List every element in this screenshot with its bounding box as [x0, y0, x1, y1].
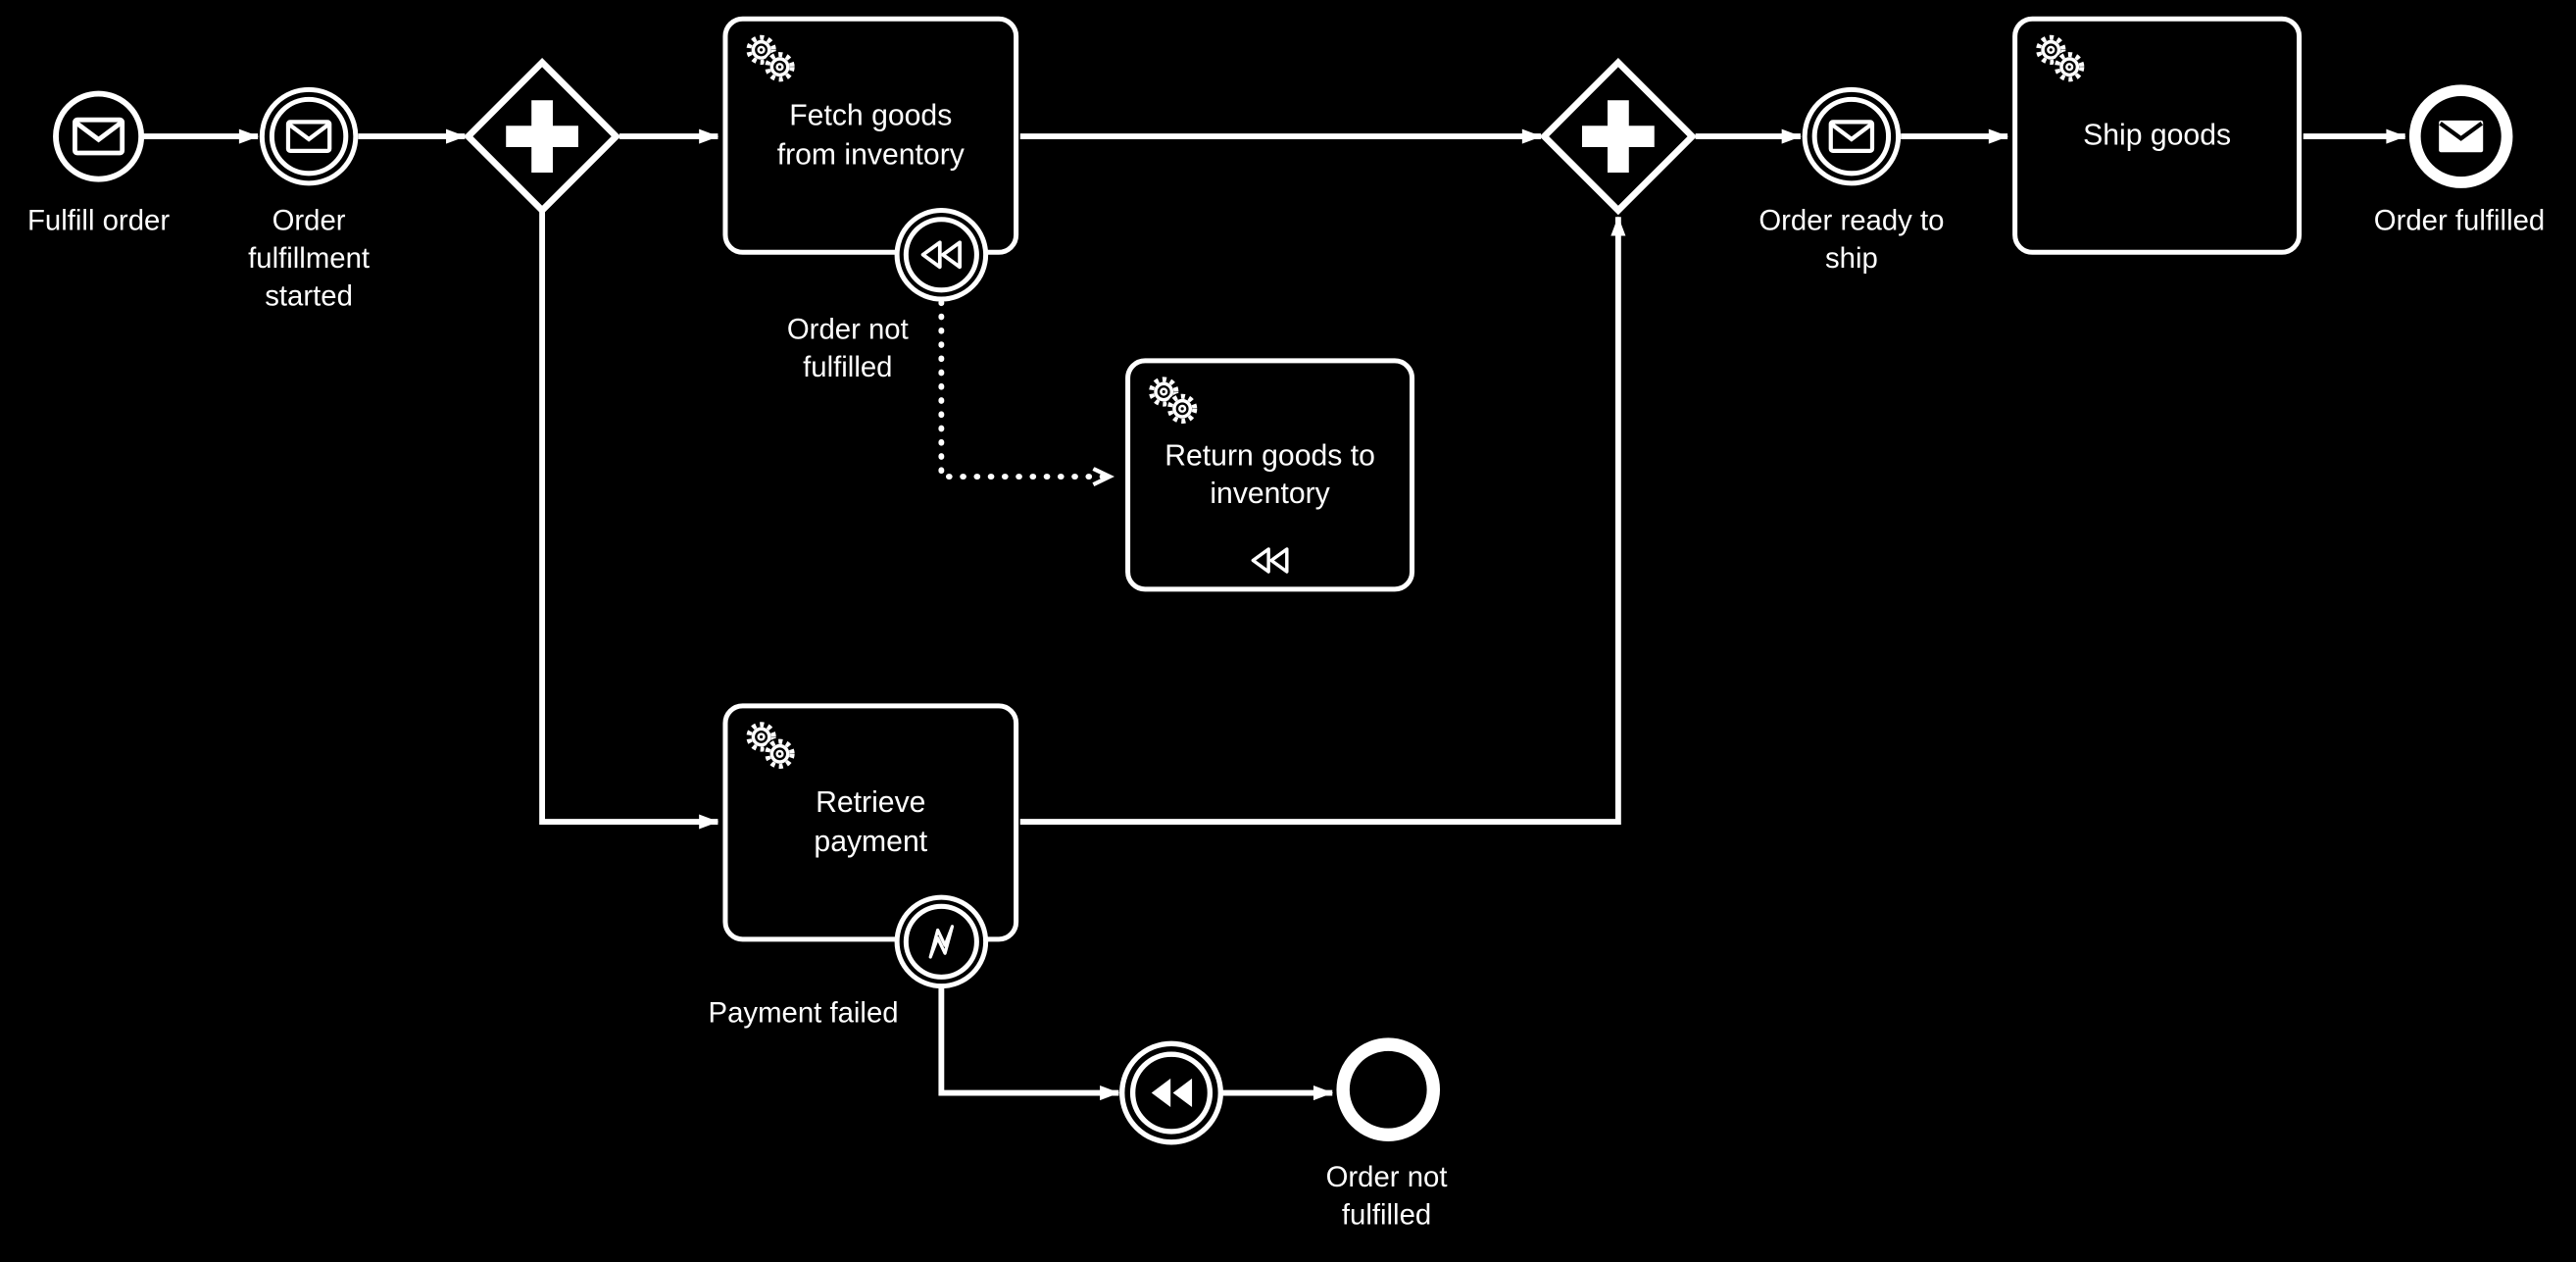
task-retrieve-payment[interactable]: Retrieve payment: [722, 703, 1019, 942]
task-retrieve-payment-label: Retrieve payment: [814, 785, 928, 858]
task-return-goods[interactable]: Return goods to inventory: [1125, 358, 1415, 592]
task-ship-goods[interactable]: Ship goods: [2012, 16, 2303, 255]
service-gear-icon: [2032, 33, 2088, 86]
end-event-order-fulfilled[interactable]: [2408, 84, 2513, 188]
label-order-ready-to-ship: Order ready to ship: [1759, 203, 1945, 276]
service-gear-icon: [743, 33, 799, 86]
envelope-icon: [74, 120, 122, 153]
label-fulfill-order: Fulfill order: [27, 203, 171, 237]
task-return-goods-label: Return goods to inventory: [1164, 437, 1375, 510]
label-order-fulfilled: Order fulfilled: [2373, 203, 2546, 237]
task-ship-goods-label: Ship goods: [2083, 118, 2232, 151]
intermediate-event-order-fulfillment-started[interactable]: [259, 86, 359, 186]
end-event-order-not-fulfilled[interactable]: [1336, 1037, 1441, 1141]
compensation-marker-icon: [1249, 545, 1292, 575]
association-compensation-to-return-goods: [938, 299, 1109, 477]
parallel-gateway-join[interactable]: [1539, 57, 1698, 216]
intermediate-throw-event-compensation[interactable]: [1119, 1040, 1223, 1145]
flow-split-gateway-to-retrieve-payment: [539, 212, 719, 830]
label-order-not-fulfilled-boundary: Order not fulfilled: [786, 312, 909, 383]
plus-icon: [506, 100, 578, 173]
label-payment-failed: Payment failed: [708, 995, 899, 1030]
envelope-icon: [1831, 122, 1872, 151]
flow-payment-failed-to-compensation-throw: [938, 987, 1120, 1101]
task-fetch-goods-label: Fetch goods from inventory: [776, 98, 965, 171]
service-gear-icon: [1145, 375, 1201, 428]
service-gear-icon: [743, 720, 799, 773]
plus-icon: [1582, 100, 1655, 173]
task-fetch-goods[interactable]: Fetch goods from inventory: [722, 16, 1019, 255]
label-order-fulfillment-started: Order fulfillment started: [248, 203, 371, 313]
envelope-icon: [288, 122, 329, 151]
envelope-filled-icon: [2439, 121, 2483, 152]
intermediate-event-order-ready-to-ship[interactable]: [1802, 86, 1902, 186]
parallel-gateway-split[interactable]: [463, 57, 621, 216]
start-event-fulfill-order[interactable]: [53, 90, 145, 182]
rewind-icon: [1151, 1078, 1193, 1108]
label-order-not-fulfilled-end: Order not fulfilled: [1325, 1160, 1448, 1232]
